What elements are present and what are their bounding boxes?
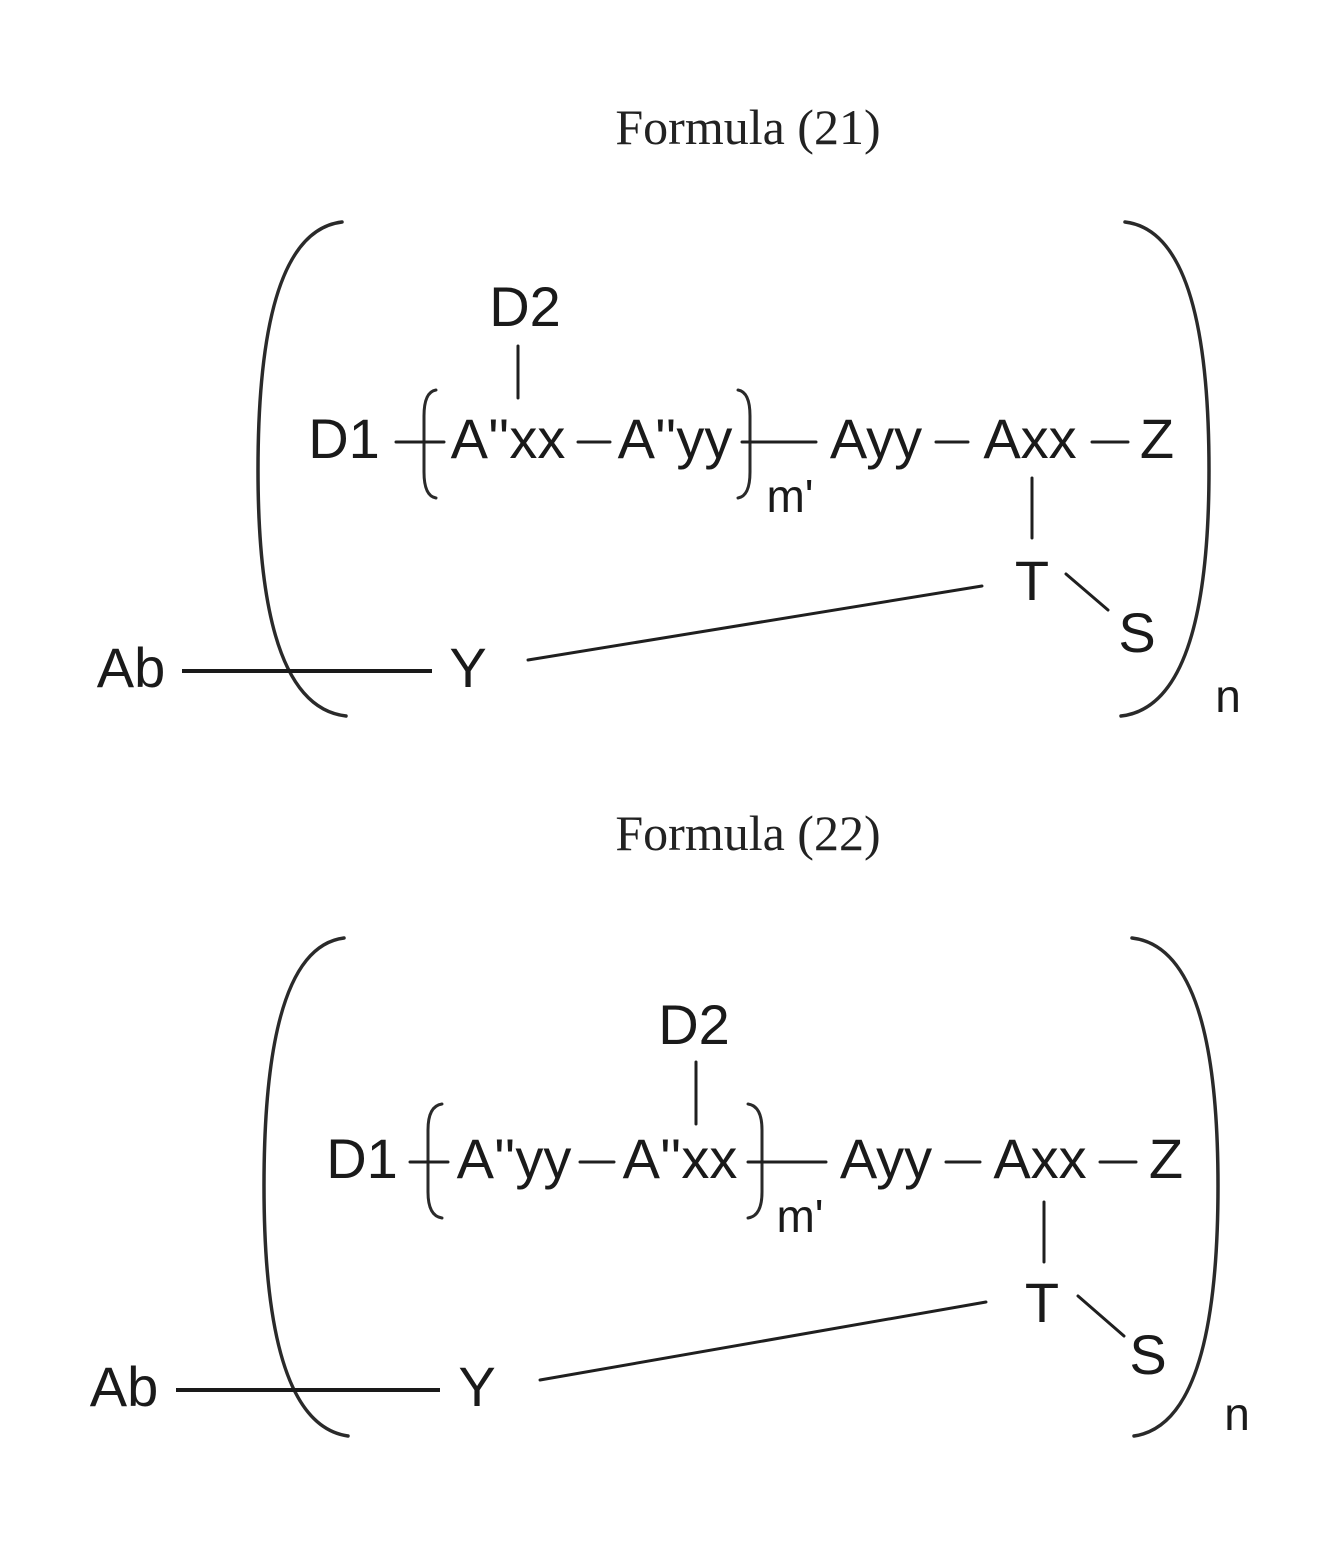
formula-22-label-unit1: A''yy <box>457 1127 572 1190</box>
formula-21-label-d1: D1 <box>308 407 380 470</box>
formula-21-label-d2: D2 <box>489 275 561 338</box>
formula-21-inner-right-bracket <box>738 390 750 498</box>
formula-21-label-unit1: A''xx <box>451 407 566 470</box>
formula-22-label-unit2: A''xx <box>623 1127 738 1190</box>
formula-22-bond-t-s <box>1078 1296 1124 1336</box>
formula-21-label-ab: Ab <box>97 636 166 699</box>
formula-22-label-ab: Ab <box>90 1355 159 1418</box>
formula-22: Formula (22) D2 D1 A''yy A''xx m' Ayy Ax… <box>90 805 1250 1440</box>
formula-21-label-ayy: Ayy <box>830 407 922 470</box>
formula-21-inner-left-bracket <box>424 390 436 498</box>
formula-21-label-outer-sub: n <box>1215 670 1241 722</box>
formula-21-label-y: Y <box>449 636 486 699</box>
formula-22-label-axx: Axx <box>993 1127 1086 1190</box>
formula-21: Formula (21) D2 D1 A''xx A''yy m' Ayy Ax… <box>97 99 1241 722</box>
formula-22-bond-t-y <box>540 1302 986 1380</box>
formula-22-label-ayy: Ayy <box>840 1127 932 1190</box>
formula-22-label-s: S <box>1129 1323 1166 1386</box>
formula-21-label-unit2: A''yy <box>618 407 733 470</box>
formula-22-label-outer-sub: n <box>1224 1388 1250 1440</box>
formula-21-label-s: S <box>1118 601 1155 664</box>
formula-21-label-z: Z <box>1140 407 1174 470</box>
formula-22-label-repeat-sub: m' <box>776 1190 823 1242</box>
formula-22-label-z: Z <box>1149 1127 1183 1190</box>
formula-22-caption: Formula (22) <box>615 805 880 861</box>
formula-21-label-axx: Axx <box>983 407 1076 470</box>
formula-21-bond-t-y <box>528 586 982 660</box>
formula-22-label-d2: D2 <box>658 993 730 1056</box>
formula-21-label-repeat-sub: m' <box>766 470 813 522</box>
formula-22-label-t: T <box>1025 1271 1059 1334</box>
formula-21-caption: Formula (21) <box>615 99 880 155</box>
formula-21-label-t: T <box>1015 549 1049 612</box>
formula-22-label-d1: D1 <box>326 1127 398 1190</box>
formula-22-label-y: Y <box>458 1355 495 1418</box>
formula-21-bond-t-s <box>1066 574 1108 610</box>
